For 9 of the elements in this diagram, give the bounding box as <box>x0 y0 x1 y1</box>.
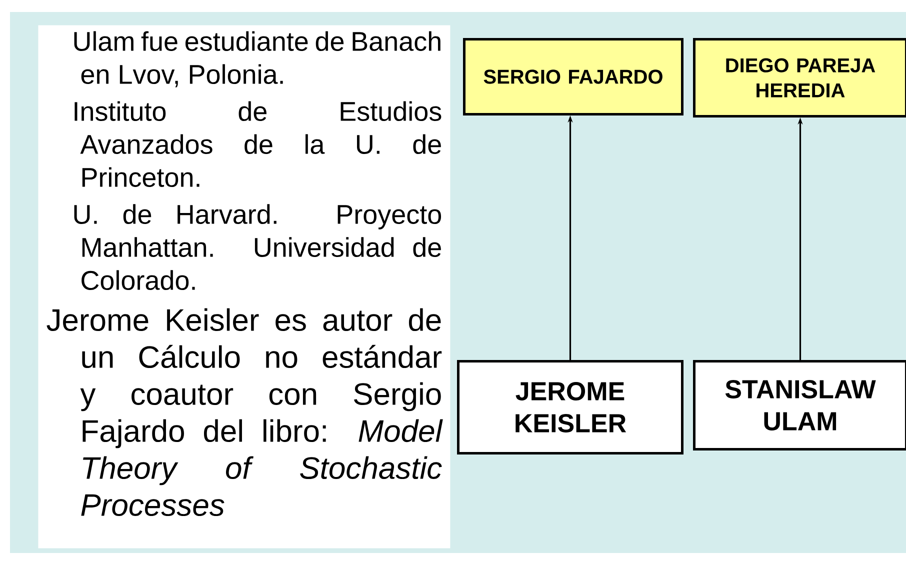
name-box: SERGIO FAJARDO <box>463 38 684 116</box>
text-panel <box>38 25 450 548</box>
paragraph: Instituto de Estudios Avanzados de la U. de Princeton. <box>74 101 442 188</box>
paragraph: U. de Harvard. Proyecto Manhattan. Universidad de Colorado. <box>74 204 442 290</box>
name-box: STANISLAW ULAM <box>693 360 906 450</box>
name-box: JEROME KEISLER <box>457 360 684 454</box>
paragraph: Jerome Keisler es autor de un Cálculo no estándar y coautor con Sergio Fajardo del libro: Model Theory of Stochastic Processes <box>46 308 443 516</box>
paragraph: Ulam fue estudiante de Banach en Lvov, Polonia. <box>74 31 440 88</box>
name-box: DIEGO PAREJA HEREDIA <box>693 38 906 118</box>
